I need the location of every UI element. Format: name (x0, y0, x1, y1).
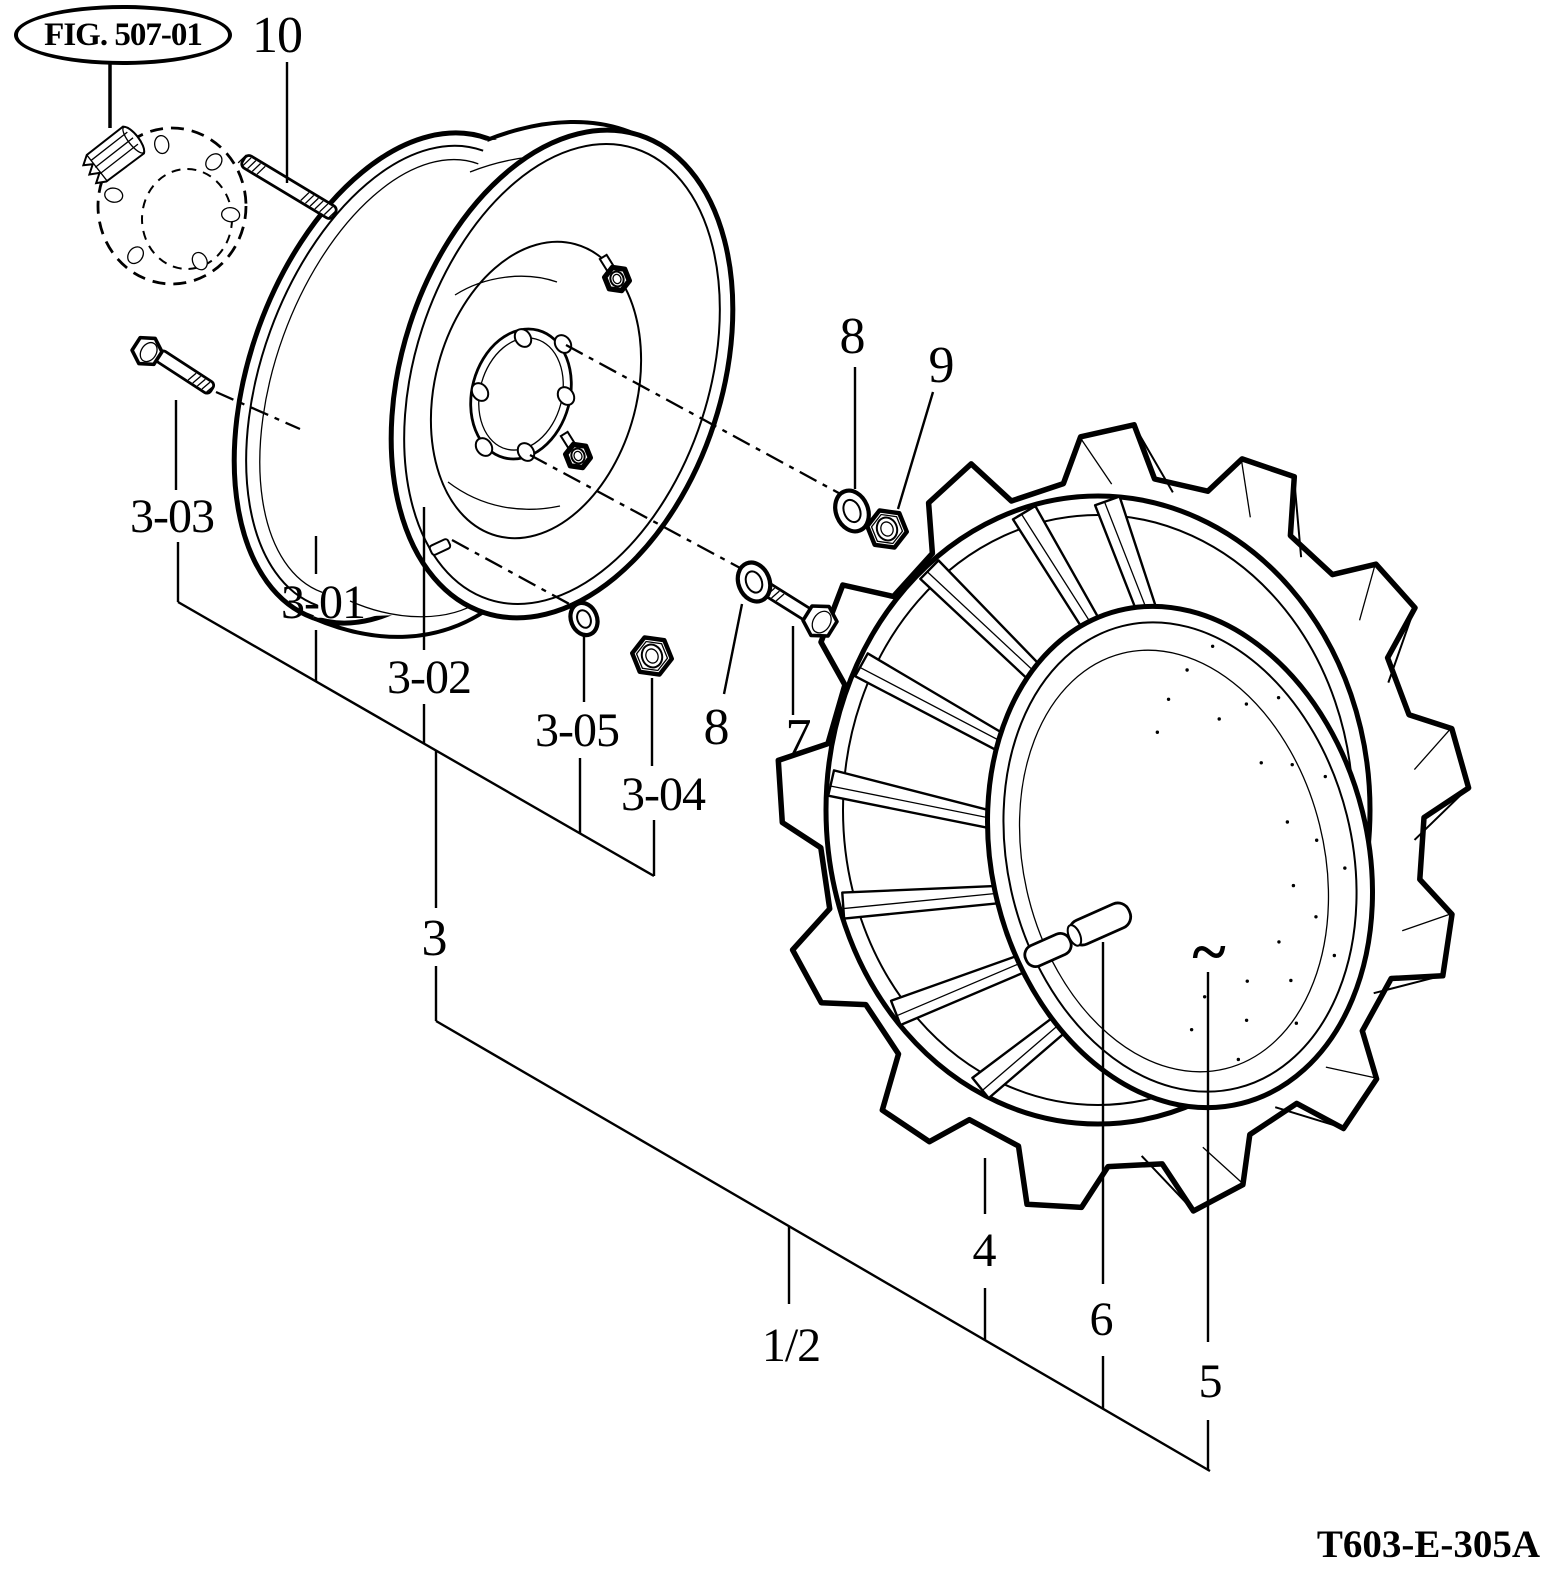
rim-face-nut (601, 264, 633, 294)
callout-leader-lines (108, 62, 1211, 1473)
figure-reference-badge[interactable]: FIG. 507-01 (14, 5, 232, 65)
rim-clamp-bolt (154, 349, 216, 395)
rim-bolt-hole (470, 382, 490, 402)
callout-1-2[interactable]: 1/2 (761, 1319, 821, 1372)
callout-7[interactable]: 7 (785, 709, 812, 766)
callout-3-03[interactable]: 3-03 (130, 490, 215, 543)
spring-washer-8-lower (735, 560, 773, 604)
rim-bolt-hole (474, 437, 494, 457)
rim-bolt-hole (513, 328, 533, 348)
rim-bolt-hole (516, 442, 536, 462)
hex-nut-9 (864, 508, 910, 550)
callout-3-01[interactable]: 3-01 (281, 576, 366, 629)
valve-stem (1023, 901, 1133, 969)
callout-3[interactable]: 3 (421, 910, 448, 967)
rim-face-nut (562, 441, 594, 471)
callout-3-04[interactable]: 3-04 (621, 768, 706, 821)
callout-3-02[interactable]: 3-02 (387, 651, 472, 704)
callout-4[interactable]: 4 (972, 1224, 997, 1277)
spring-washer-8-upper (833, 488, 871, 534)
fastener-hardware (130, 154, 910, 677)
axle-spline-shaft (81, 125, 146, 185)
assembly-centerlines (215, 343, 847, 608)
rim-bolt-hole (553, 334, 573, 354)
rim-clamp-bolt-head (130, 335, 164, 367)
drawing-number: T603-E-305A (1316, 1523, 1540, 1566)
callout-8-upper[interactable]: 8 (839, 308, 866, 365)
tire (775, 422, 1472, 1214)
wheel-rim (231, 119, 736, 639)
callout-9[interactable]: 9 (928, 337, 955, 394)
rim-bolt-hole (556, 386, 576, 406)
axle-hub-reference (81, 125, 248, 286)
spring-washer-3-05 (568, 600, 600, 638)
callout-10[interactable]: 10 (252, 7, 303, 64)
callout-3-05[interactable]: 3-05 (535, 704, 620, 757)
hub-bolt-head (801, 604, 839, 638)
callout-5[interactable]: 5 (1198, 1355, 1223, 1408)
hub-stud (237, 154, 338, 220)
rim-valve-peg (428, 538, 452, 556)
callout-8-lower[interactable]: 8 (703, 699, 730, 756)
hex-nut-3-04 (629, 635, 675, 677)
callout-6[interactable]: 6 (1089, 1293, 1114, 1346)
